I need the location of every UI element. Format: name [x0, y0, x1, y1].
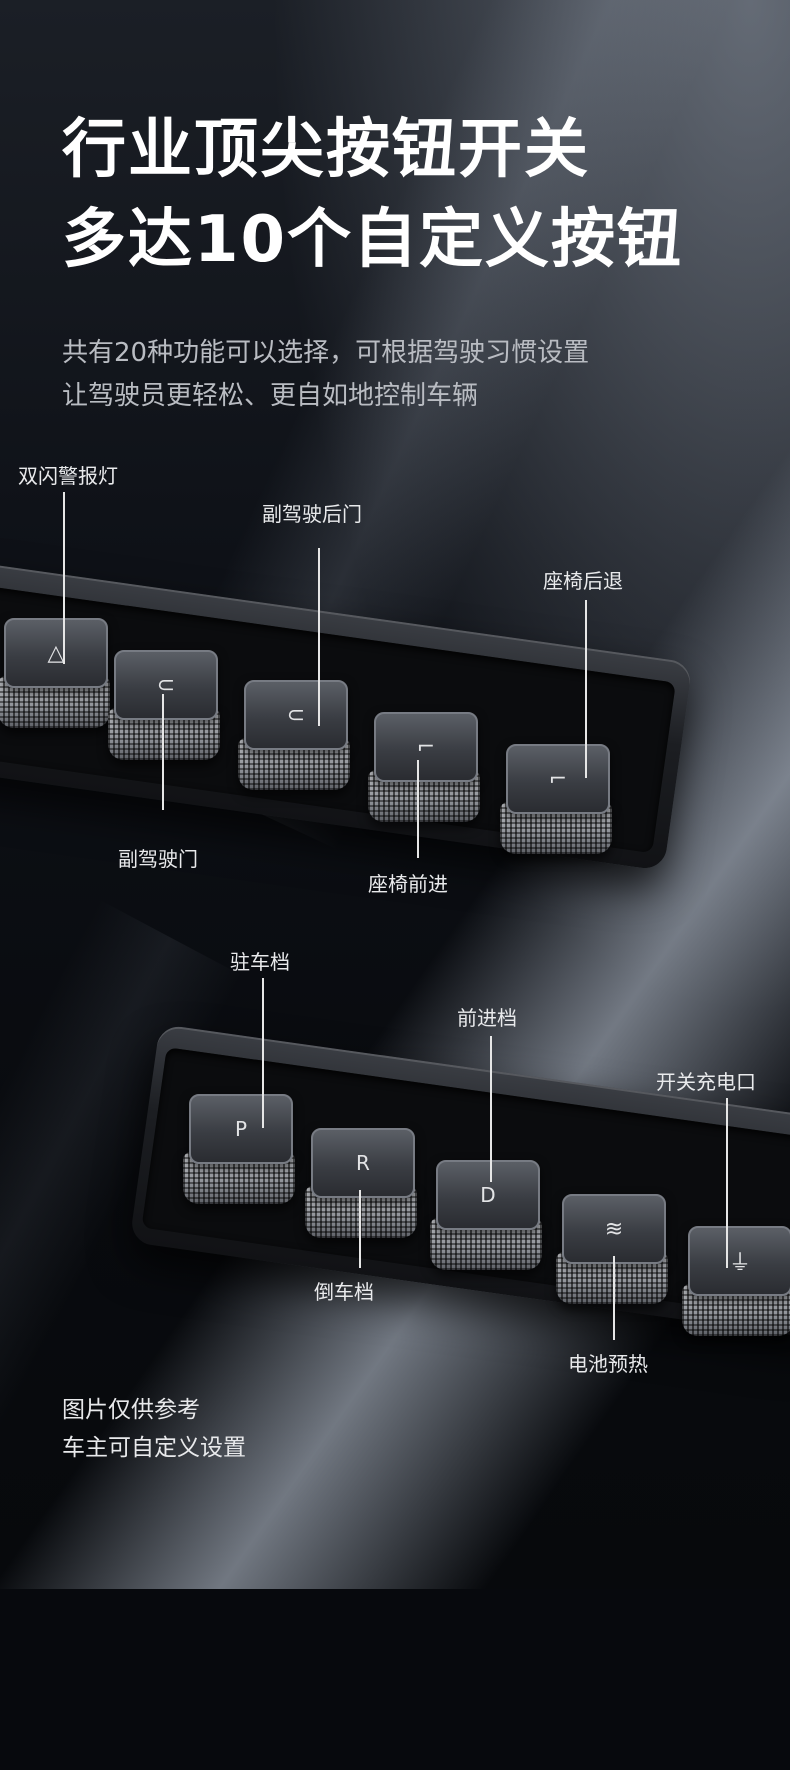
key-cap: R [311, 1128, 415, 1198]
label-charge-port: 开关充电口 [656, 1070, 756, 1094]
label-drive: 前进档 [457, 1006, 517, 1030]
battery-preheat-key[interactable]: ≋ [556, 1194, 668, 1312]
key-cap: ≋ [562, 1194, 666, 1264]
door-icon: ⊂ [156, 672, 176, 698]
seat-back-icon: ⌐ [548, 766, 568, 792]
charge-plug-icon: ⏚ [728, 1251, 751, 1276]
label-reverse: 倒车档 [314, 1280, 374, 1304]
leader-line-hazard [63, 492, 65, 664]
reverse-letter: R [356, 1151, 370, 1175]
drive-key[interactable]: D [430, 1160, 542, 1278]
key-cap: ⊂ [244, 680, 348, 750]
park-letter: P [234, 1117, 248, 1141]
leader-line-seat-back [585, 600, 587, 778]
label-park: 驻车档 [230, 950, 290, 974]
seat-back-key[interactable]: ⌐ [500, 744, 612, 862]
leader-line-reverse [359, 1190, 361, 1268]
leader-line-passenger-door [162, 694, 164, 810]
drive-letter: D [480, 1183, 496, 1207]
leader-line-park [262, 978, 264, 1128]
label-passenger-rear-door: 副驾驶后门 [262, 502, 362, 526]
seat-forward-key[interactable]: ⌐ [368, 712, 480, 830]
charge-port-key[interactable]: ⏚ [682, 1226, 790, 1344]
leader-line-drive [490, 1036, 492, 1182]
seat-forward-icon: ⌐ [416, 734, 436, 760]
hazard-lights-key[interactable]: △ [0, 618, 110, 736]
rear-door-icon: ⊂ [286, 702, 306, 728]
key-cap: ⏚ [688, 1226, 790, 1296]
key-cap: D [436, 1160, 540, 1230]
leader-line-charge [726, 1098, 728, 1268]
label-hazard-lights: 双闪警报灯 [18, 464, 118, 488]
key-cap: △ [4, 618, 108, 688]
label-seat-forward: 座椅前进 [368, 872, 448, 896]
passenger-door-key[interactable]: ⊂ [108, 650, 220, 768]
warning-triangle-icon: △ [47, 640, 65, 666]
label-passenger-door: 副驾驶门 [118, 847, 198, 871]
leader-line-seat-forward [417, 760, 419, 858]
park-key[interactable]: P [183, 1094, 295, 1212]
key-cap: ⌐ [506, 744, 610, 814]
leader-line-battery [613, 1256, 615, 1340]
key-cap: ⌐ [374, 712, 478, 782]
leader-line-rear-door [318, 548, 320, 726]
label-seat-back: 座椅后退 [543, 569, 623, 593]
passenger-rear-door-key[interactable]: ⊂ [238, 680, 350, 798]
subtitle-line-2: 让驾驶员更轻松、更自如地控制车辆 [62, 381, 479, 411]
key-cap: ⊂ [114, 650, 218, 720]
subtitle-line-1: 共有20种功能可以选择，可根据驾驶习惯设置 [62, 338, 590, 368]
battery-heat-icon: ≋ [604, 1216, 624, 1242]
footnote-line-1: 图片仅供参考 [62, 1397, 200, 1423]
label-battery-preheat: 电池预热 [568, 1352, 648, 1376]
footnote-line-2: 车主可自定义设置 [62, 1435, 246, 1461]
key-cap: P [189, 1094, 293, 1164]
reverse-key[interactable]: R [305, 1128, 417, 1246]
headline-line-1: 行业顶尖按钮开关 [62, 113, 590, 187]
headline-line-2: 多达10个自定义按钮 [62, 203, 684, 277]
